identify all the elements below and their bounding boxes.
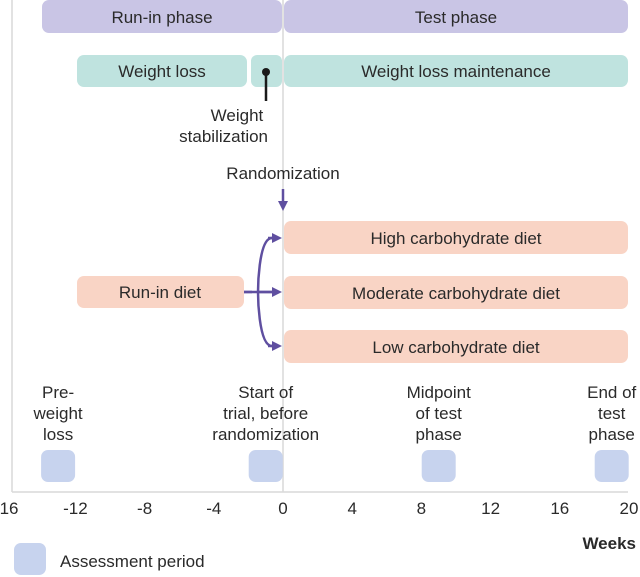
moderate-carb-diet-label: Moderate carbohydrate diet [352,284,560,303]
stabilization-label: Weight stabilization [179,106,268,146]
assessment-label-2-line-2: phase [416,425,462,444]
axis-tick-3: -4 [206,499,221,518]
assessment-label-0-line-1: weight [33,404,83,423]
assessment-label-1-line-1: trial, before [223,404,308,423]
assessment-label-3-line-1: test [598,404,626,423]
assessment-box-3 [594,450,629,482]
legend-label: Assessment period [60,552,205,571]
weight-loss-bar [77,55,247,87]
axis-tick-7: 12 [481,499,500,518]
weight-maintenance-label: Weight loss maintenance [361,62,551,81]
assessment-label-2-line-0: Midpoint [407,383,472,402]
assessment-label-1-line-0: Start of [238,383,293,402]
randomization-label: Randomization [226,164,339,183]
low-carb-diet-label: Low carbohydrate diet [372,338,540,357]
axis-tick-4: 0 [278,499,287,518]
axis-tick-1: -12 [63,499,88,518]
axis-tick-2: -8 [137,499,152,518]
assessment-label-2-line-1: of test [416,404,463,423]
axis-tick-5: 4 [347,499,356,518]
weight-maintenance-bar [284,55,628,87]
assessment-box-1 [248,450,283,482]
run-in-diet-label: Run-in diet [119,283,201,302]
assessment-label-3-line-0: End of [587,383,636,402]
assessment-label-0: Pre-weight loss [33,383,83,444]
high-carb-diet-label: High carbohydrate diet [370,229,541,248]
axis-tick-6: 8 [417,499,426,518]
assessment-label-0-line-2: loss [43,425,73,444]
moderate-carb-diet-bar [284,276,628,309]
time-axis-ticks: -16 -12 -8 -4 0 4 8 12 16 20 [0,499,638,518]
low-carb-diet-bar [284,330,628,363]
assessment-label-3-line-2: phase [589,425,635,444]
run-in-phase-bar [42,0,282,33]
axis-tick-8: 16 [550,499,569,518]
assessment-box-2 [421,450,456,482]
axis-label: Weeks [582,534,636,553]
run-in-phase-label: Run-in phase [111,8,212,27]
test-phase-bar [284,0,628,33]
assessment-label-2: Midpoint of test phase [407,383,472,444]
assessment-label-1: Start of trial, before randomization [212,383,319,444]
axis-tick-9: 20 [620,499,639,518]
assessment-label-1-line-2: randomization [212,425,319,444]
assessment-label-3: End of test phase [587,383,636,444]
stabilization-label-line-1: Weight [211,106,264,125]
assessment-label-0-line-0: Pre- [42,383,74,402]
axis-tick-0: -16 [0,499,18,518]
high-carb-diet-bar [284,221,628,254]
test-phase-label: Test phase [415,8,497,27]
assessment-periods: Pre-weight loss Start of trial, before rando… [33,383,637,482]
assessment-box-0 [41,450,76,482]
run-in-diet-bar [77,276,244,308]
legend-swatch [14,543,46,575]
weight-loss-label: Weight loss [118,62,206,81]
stabilization-label-line-2: stabilization [179,127,268,146]
